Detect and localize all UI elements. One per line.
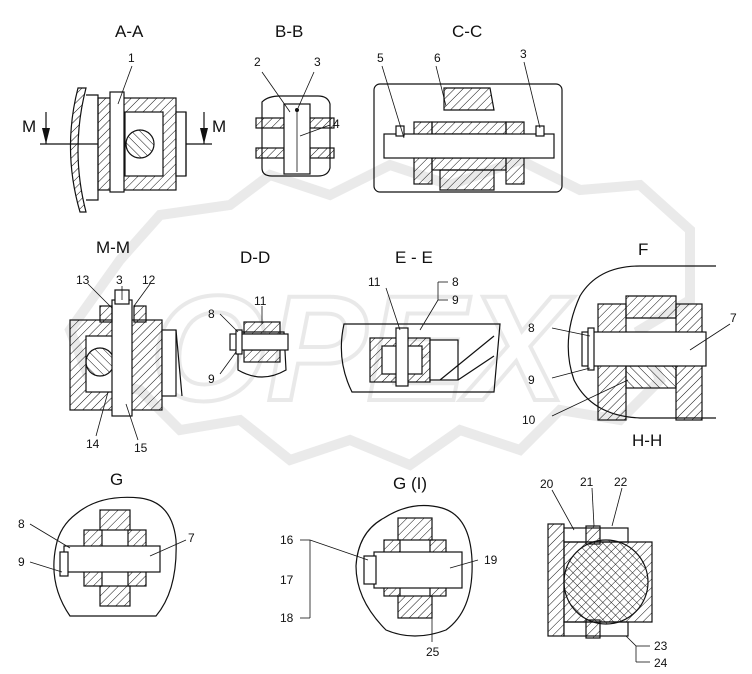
section-bb-title: B-B	[275, 22, 303, 41]
section-cc: C-C 5 6 3	[373, 22, 563, 193]
callout-dd-11: 11	[254, 294, 267, 308]
callout-cc-6: 6	[434, 51, 441, 65]
callout-ee-8: 8	[452, 275, 459, 289]
callout-aa-1: 1	[128, 51, 135, 65]
callout-ee-9: 9	[452, 293, 459, 307]
callout-g-8: 8	[18, 517, 25, 531]
section-mm: M-M 13 3 12 14 15	[69, 238, 183, 455]
callout-f-7: 7	[730, 311, 737, 325]
callout-f-10: 10	[522, 413, 536, 427]
callout-hh-24: 24	[654, 656, 668, 670]
callout-bb-4: 4	[333, 117, 340, 131]
callout-ee-11: 11	[368, 275, 381, 289]
watermark-text: OPEX	[150, 264, 575, 432]
callout-dd-9: 9	[208, 372, 215, 386]
callout-cc-3: 3	[520, 47, 527, 61]
section-cc-title: C-C	[452, 22, 482, 41]
section-dd: D-D 8 11 9	[208, 248, 289, 386]
section-f: F 8 7 9 10	[522, 240, 737, 427]
callout-gi-25: 25	[426, 645, 440, 659]
section-f-title: F	[638, 240, 648, 259]
section-g-title: G	[110, 470, 123, 489]
section-ee: E - E 11 8 9	[340, 248, 501, 393]
callout-mm-13: 13	[76, 273, 90, 287]
callout-gi-18: 18	[280, 611, 294, 625]
callout-gi-17: 17	[280, 573, 294, 587]
callout-mm-15: 15	[134, 441, 148, 455]
section-aa-title: A-A	[115, 22, 144, 41]
callout-dd-8: 8	[208, 307, 215, 321]
section-mm-title: M-M	[96, 238, 130, 257]
mark-m-right: M	[212, 117, 226, 136]
callout-hh-21: 21	[580, 475, 594, 489]
section-hh-title: H-H	[632, 431, 662, 450]
callout-gi-19: 19	[484, 553, 498, 567]
callout-mm-3: 3	[116, 273, 123, 287]
callout-f-9: 9	[528, 373, 535, 387]
callout-bb-3: 3	[314, 55, 321, 69]
section-bb: B-B 2 3 4	[254, 22, 340, 177]
callout-hh-20: 20	[540, 477, 554, 491]
callout-hh-23: 23	[654, 639, 668, 653]
callout-gi-16: 16	[280, 533, 294, 547]
mark-m-left: M	[22, 117, 36, 136]
section-g: G 8 7 9	[18, 470, 195, 617]
section-dd-title: D-D	[240, 248, 270, 267]
callout-g-7: 7	[188, 531, 195, 545]
watermark-logo: OPEX	[64, 154, 695, 471]
callout-f-8: 8	[528, 321, 535, 335]
section-gi: G (I) 16 17 18 19 25	[280, 474, 498, 659]
callout-bb-2: 2	[254, 55, 261, 69]
callout-g-9: 9	[18, 555, 25, 569]
section-gi-title: G (I)	[393, 474, 427, 493]
section-aa: A-A M M 1	[22, 22, 226, 213]
callout-mm-14: 14	[86, 437, 100, 451]
section-hh: H-H 20 21 22 23 24	[540, 431, 668, 670]
callout-cc-5: 5	[377, 51, 384, 65]
callout-mm-12: 12	[142, 273, 156, 287]
section-ee-title: E - E	[395, 248, 433, 267]
callout-hh-22: 22	[614, 475, 628, 489]
